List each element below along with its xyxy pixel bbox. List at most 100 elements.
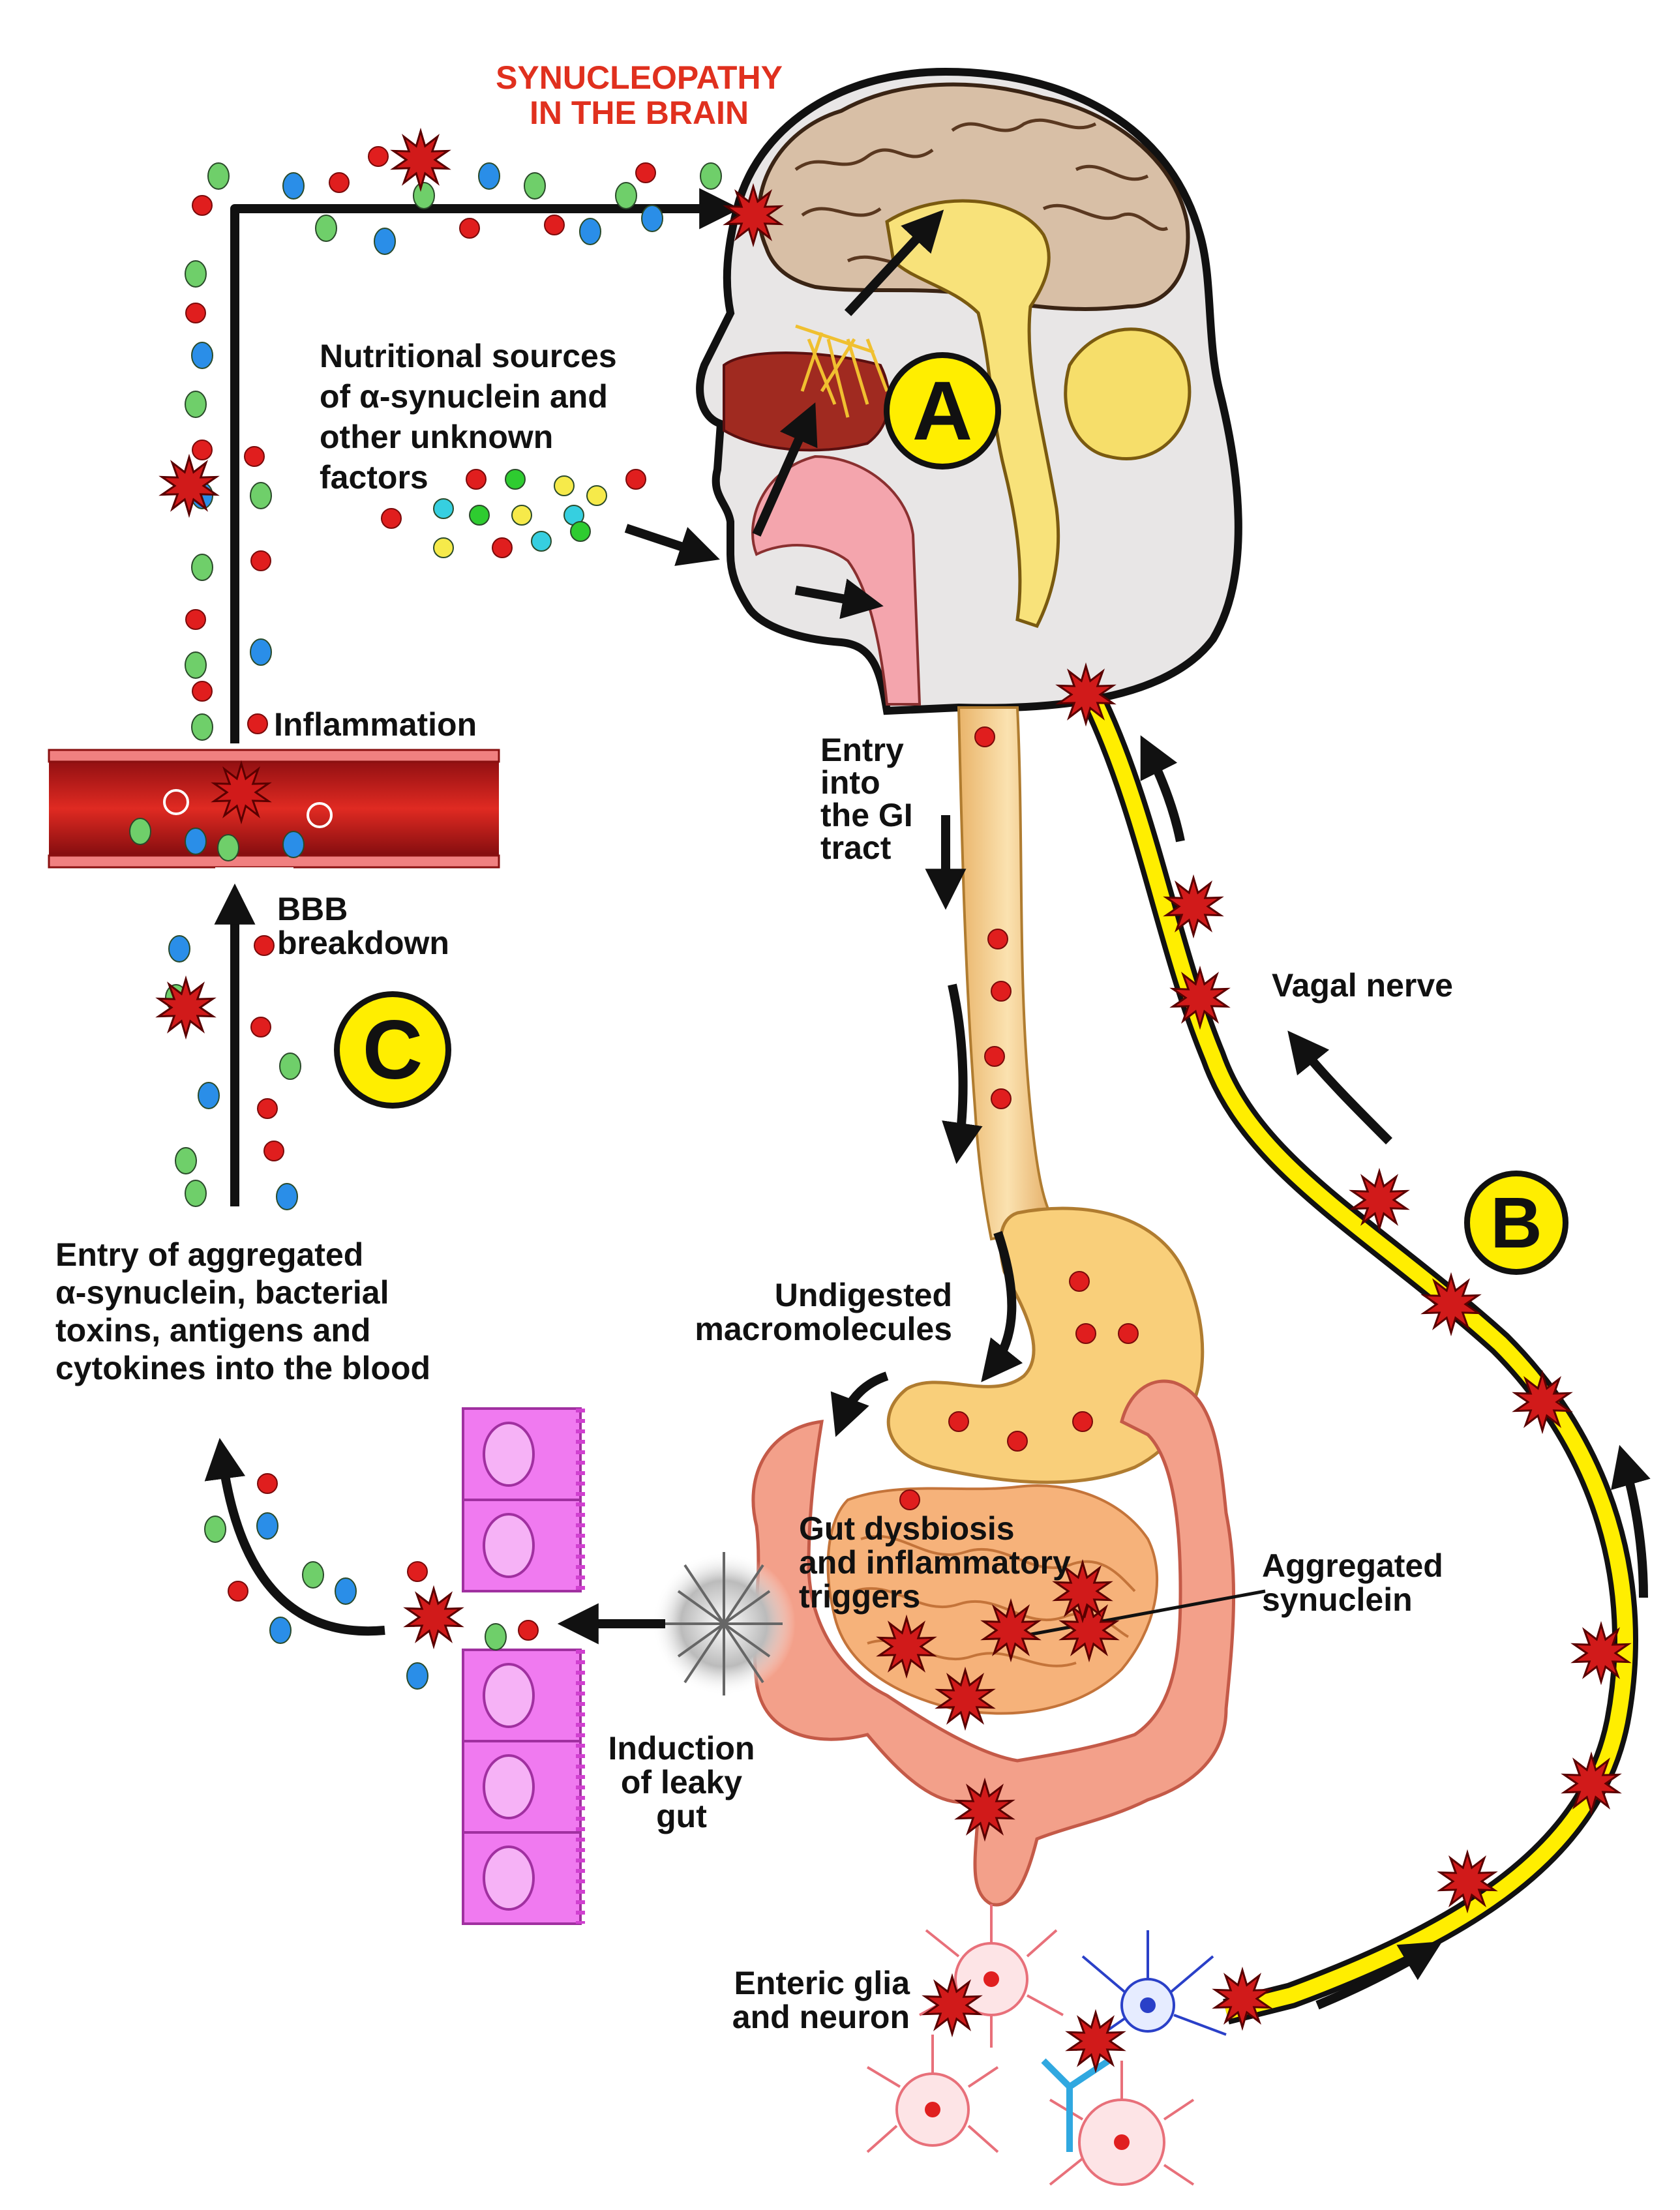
- synuclein-aggregate-icon: [922, 1973, 983, 2038]
- dysbiosis-line-1: Gut dysbiosis: [799, 1510, 1015, 1547]
- green-droplet-icon: [279, 1053, 301, 1080]
- red-dot-icon: [974, 726, 995, 747]
- red-dot-icon: [635, 162, 656, 183]
- blue-droplet-icon: [276, 1183, 298, 1210]
- entry-gi-line-2: into: [820, 764, 880, 801]
- red-dot-icon: [185, 303, 206, 323]
- arrow-vagal-up-4: [1315, 1941, 1443, 2010]
- aggregated-line-2: synuclein: [1262, 1581, 1413, 1618]
- enteric-cells: [866, 1904, 1227, 2186]
- entry-blood-label: Entry of aggregated α-synuclein, bacteri…: [55, 1236, 430, 1387]
- leaky-line-2: of leaky: [620, 1764, 743, 1800]
- red-dot-icon: [250, 550, 271, 571]
- esophagus: [957, 706, 1059, 1241]
- blue-droplet-icon: [269, 1617, 292, 1644]
- blue-droplet-icon: [282, 831, 305, 858]
- red-dot-icon: [518, 1620, 539, 1641]
- blue-droplet-icon: [478, 162, 500, 190]
- arrow-olfactory-to-brain: [844, 209, 944, 316]
- green-droplet-icon: [250, 482, 272, 509]
- badge-a: A: [884, 352, 1001, 470]
- enteric-label: Enteric glia and neuron: [701, 1966, 910, 2034]
- dysbiosis-label: Gut dysbiosis and inflammatory triggers: [799, 1512, 1071, 1613]
- green-droplet-icon: [485, 1623, 507, 1650]
- red-dot-icon: [1007, 1431, 1028, 1452]
- synuclein-aggregate-icon: [954, 1777, 1015, 1842]
- red-dot-icon: [1075, 1323, 1096, 1344]
- red-dot-icon: [991, 981, 1012, 1002]
- entry-blood-line-3: toxins, antigens and: [55, 1312, 371, 1349]
- synuclein-aggregate-icon: [1065, 2008, 1126, 2074]
- aggregated-synuclein-pointer: [1017, 1589, 1266, 1639]
- red-dot-icon: [263, 1141, 284, 1161]
- green-droplet-icon: [615, 182, 637, 209]
- green-droplet-icon: [185, 651, 207, 679]
- entry-blood-line-1: Entry of aggregated: [55, 1236, 364, 1273]
- nutritional-line-1: Nutritional sources: [320, 338, 617, 374]
- synuclein-aggregate-icon: [876, 1614, 937, 1679]
- inflammation-label: Inflammation: [274, 706, 477, 743]
- gi-tract-illustration: [652, 706, 1236, 1907]
- green-droplet-icon: [185, 1180, 207, 1207]
- leaky-line-1: Induction: [608, 1730, 755, 1767]
- entry-gi-label: Entry into the GI tract: [820, 734, 913, 864]
- green-droplet-icon: [191, 554, 213, 581]
- bbb-line-1: BBB: [277, 891, 348, 927]
- green-dot-icon: [570, 521, 591, 542]
- aggregated-synuclein-label: Aggregated synuclein: [1262, 1549, 1443, 1617]
- undigested-label: Undigested macromolecules: [646, 1278, 952, 1346]
- synuclein-aggregate-icon: [1561, 1751, 1622, 1816]
- synuclein-aggregate-icon: [1055, 662, 1117, 727]
- green-dot-icon: [505, 469, 526, 490]
- cerebellum: [1064, 327, 1192, 460]
- red-dot-icon: [948, 1411, 969, 1432]
- arrows: [204, 188, 1651, 2010]
- brainstem: [885, 199, 1060, 629]
- title-synucleopathy: SYNUCLEOPATHY IN THE BRAIN: [470, 60, 809, 130]
- red-dot-icon: [987, 929, 1008, 949]
- title-line-1: SYNUCLEOPATHY: [496, 59, 783, 96]
- red-dot-icon: [192, 195, 213, 216]
- blue-droplet-icon: [282, 172, 305, 200]
- synuclein-aggregate-icon: [1169, 965, 1231, 1030]
- undigested-line-1: Undigested: [774, 1277, 952, 1313]
- red-dot-icon: [381, 508, 402, 529]
- arrow-into-throat: [794, 578, 884, 620]
- synuclein-aggregate-icon: [1512, 1369, 1573, 1435]
- synuclein-aggregates: [155, 127, 1632, 2074]
- green-droplet-icon: [700, 162, 722, 190]
- synuclein-aggregate-icon: [1420, 1272, 1482, 1337]
- synuclein-aggregate-icon: [158, 453, 220, 518]
- red-dot-icon: [228, 1581, 248, 1602]
- blue-droplet-icon: [406, 1662, 428, 1690]
- blue-droplet-icon: [641, 205, 663, 232]
- red-dot-icon: [257, 1473, 278, 1494]
- green-droplet-icon: [191, 713, 213, 741]
- badge-c: C: [334, 991, 451, 1109]
- synuclein-aggregate-icon: [403, 1585, 464, 1650]
- synuclein-aggregate-icon: [1058, 1598, 1120, 1663]
- red-dot-icon: [991, 1088, 1012, 1109]
- blood-vessel: [48, 749, 500, 880]
- green-droplet-icon: [185, 260, 207, 288]
- red-dot-icon: [407, 1561, 428, 1582]
- nasal-cavity: [723, 351, 891, 452]
- red-dot-icon: [984, 1046, 1005, 1067]
- red-dot-icon: [459, 218, 480, 239]
- red-dot-icon: [244, 446, 265, 467]
- arrow-esophagus-down: [942, 983, 983, 1164]
- enteric-line-1: Enteric glia: [734, 1965, 910, 2001]
- green-droplet-icon: [524, 172, 546, 200]
- cyan-dot-icon: [531, 531, 552, 552]
- brain: [757, 82, 1190, 311]
- red-dot-icon: [250, 1017, 271, 1038]
- green-dot-icon: [469, 505, 490, 526]
- particles: [129, 146, 1139, 1690]
- undigested-line-2: macromolecules: [695, 1311, 952, 1347]
- green-droplet-icon: [129, 818, 151, 845]
- nutritional-sources-label: Nutritional sources of α-synuclein and o…: [320, 336, 617, 498]
- nutritional-line-2: of α-synuclein and: [320, 378, 608, 415]
- red-dot-icon: [192, 681, 213, 702]
- blue-droplet-icon: [374, 228, 396, 255]
